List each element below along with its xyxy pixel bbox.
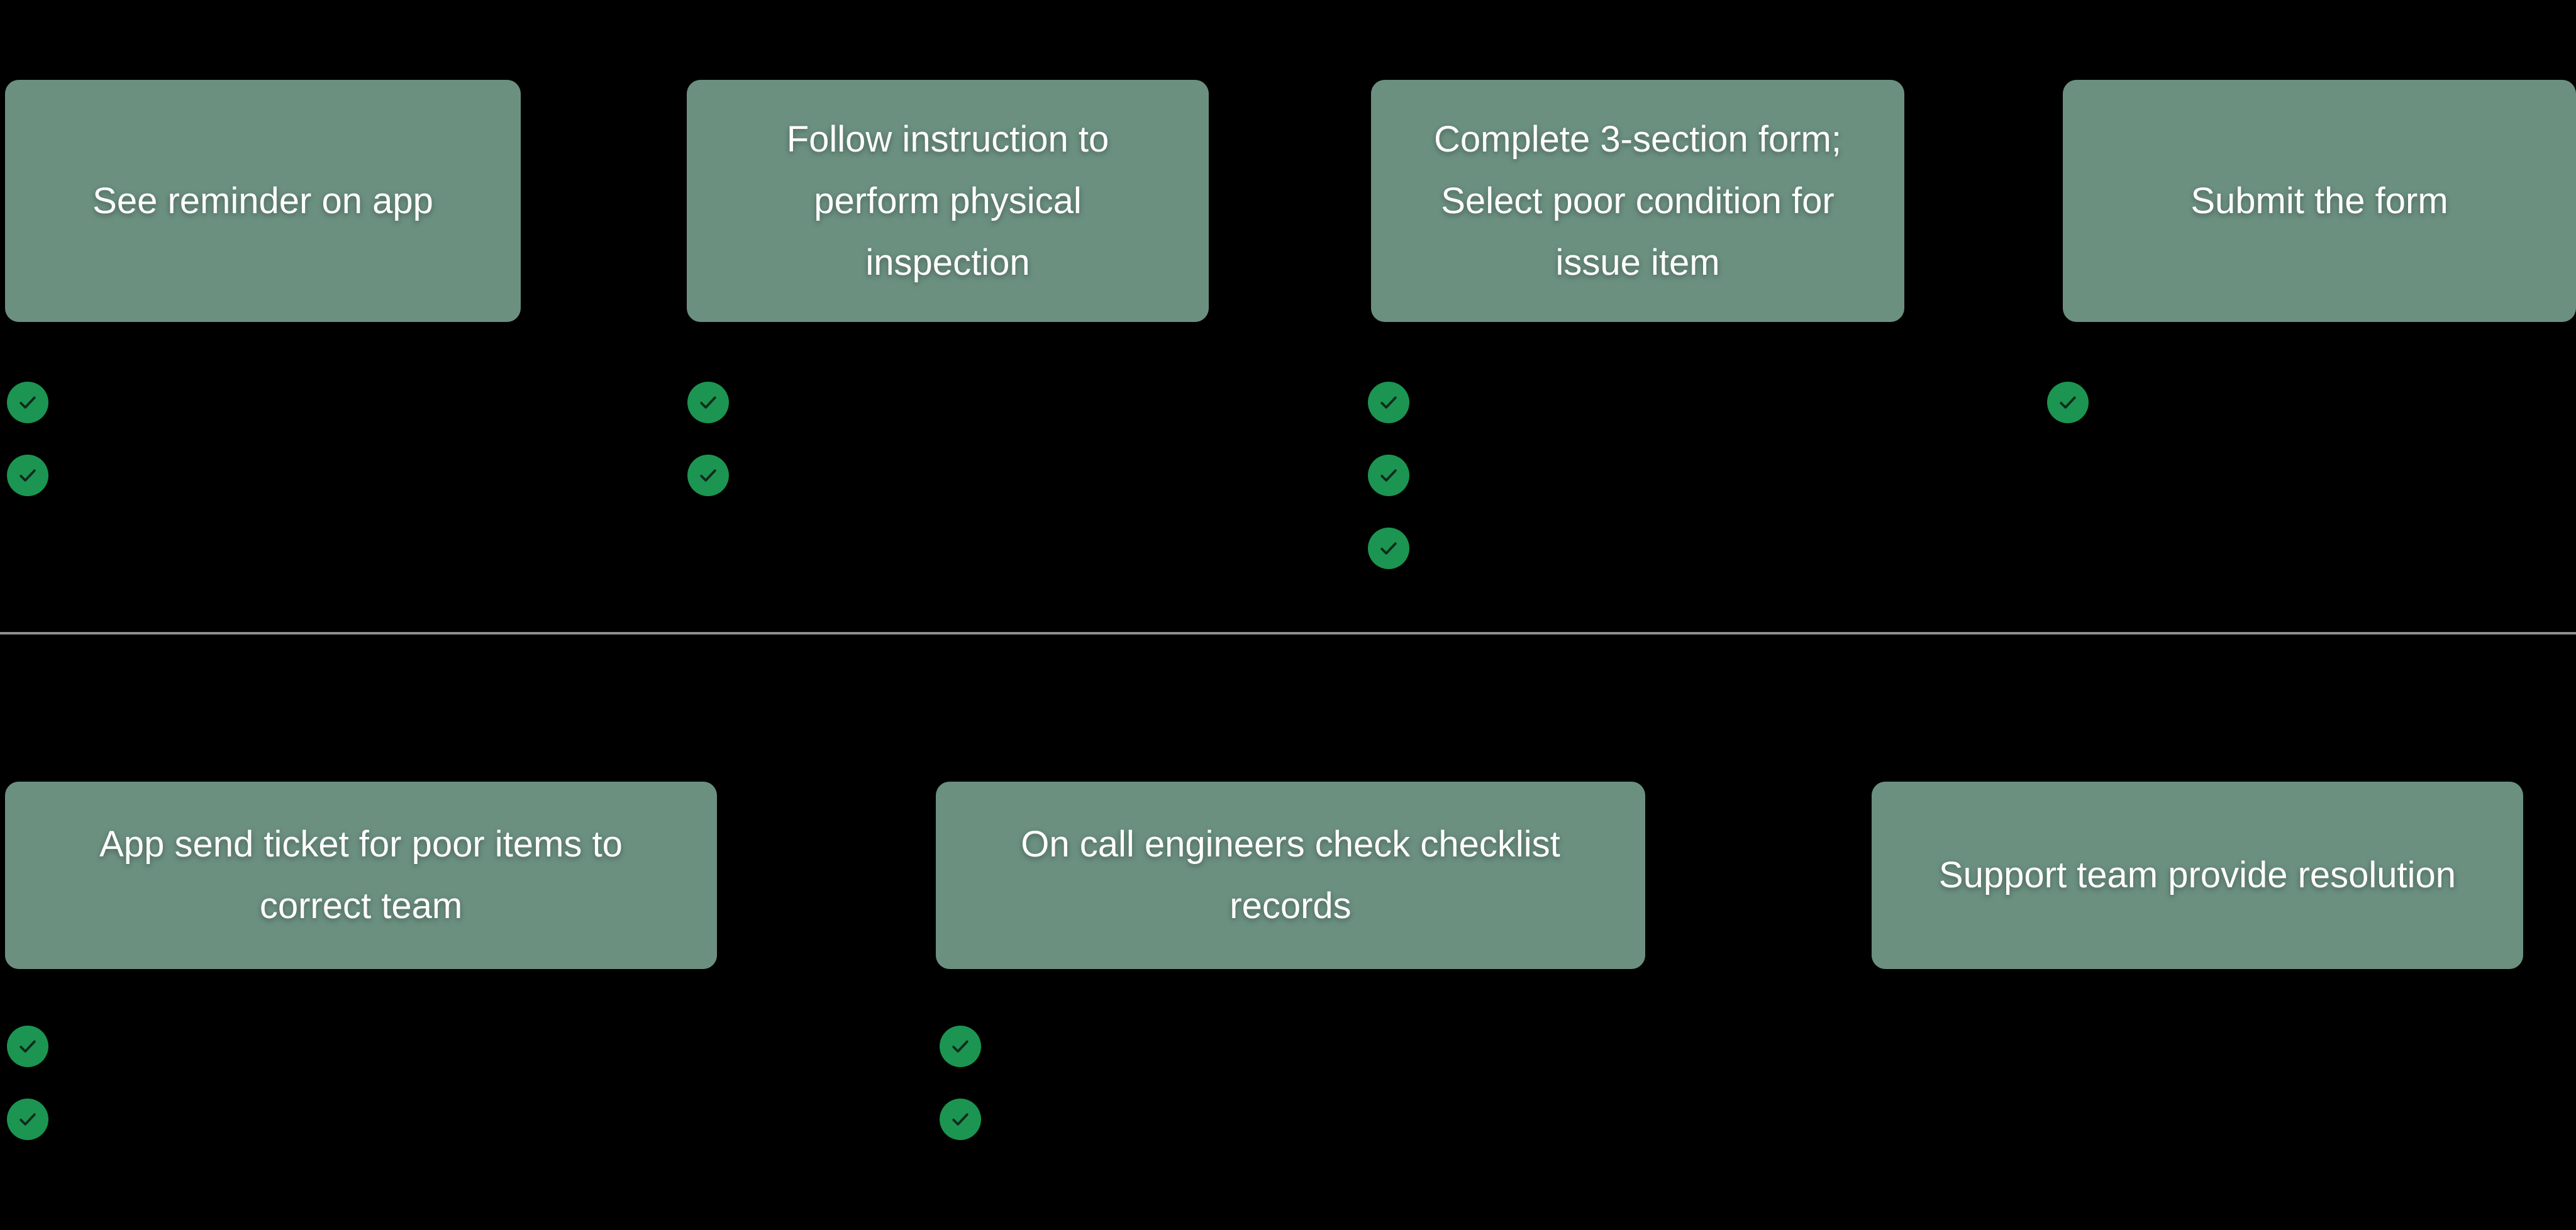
check-list (940, 1026, 981, 1140)
check-icon (1368, 528, 1409, 569)
check-icon (7, 1026, 48, 1067)
step-card-see-reminder: See reminder on app (5, 80, 521, 322)
row-divider (0, 632, 2576, 634)
step-card-app-send-ticket: App send ticket for poor items to correc… (5, 782, 717, 969)
check-icon (2047, 382, 2089, 423)
step-card-follow-instruction: Follow instruction to perform physical i… (687, 80, 1209, 322)
check-list (7, 1026, 48, 1140)
check-icon (1368, 382, 1409, 423)
check-icon (7, 1099, 48, 1140)
check-icon (7, 382, 48, 423)
check-icon (7, 455, 48, 496)
check-list (2047, 382, 2089, 423)
step-card-support-resolution: Support team provide resolution (1872, 782, 2523, 969)
check-icon (687, 455, 729, 496)
check-icon (940, 1099, 981, 1140)
step-card-complete-form: Complete 3-section form; Select poor con… (1371, 80, 1904, 322)
check-icon (1368, 455, 1409, 496)
check-icon (687, 382, 729, 423)
check-list (7, 382, 48, 496)
step-card-submit-form: Submit the form (2063, 80, 2576, 322)
check-list (687, 382, 729, 496)
step-card-engineers-check: On call engineers check checklist record… (936, 782, 1645, 969)
check-list (1368, 382, 1409, 569)
check-icon (940, 1026, 981, 1067)
